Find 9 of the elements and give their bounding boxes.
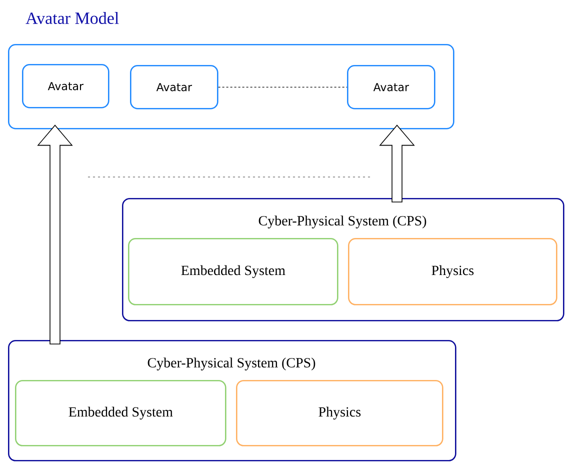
connector-line [218, 86, 348, 88]
component-box: Embedded System [128, 238, 338, 306]
component-box: Embedded System [15, 380, 226, 446]
component-box: Physics [348, 238, 558, 306]
component-box: Avatar [130, 65, 218, 110]
component-box: Avatar [22, 64, 110, 108]
component-box: Physics [236, 380, 444, 446]
component-box: Avatar [347, 65, 436, 110]
heading: Avatar Model [26, 12, 119, 24]
